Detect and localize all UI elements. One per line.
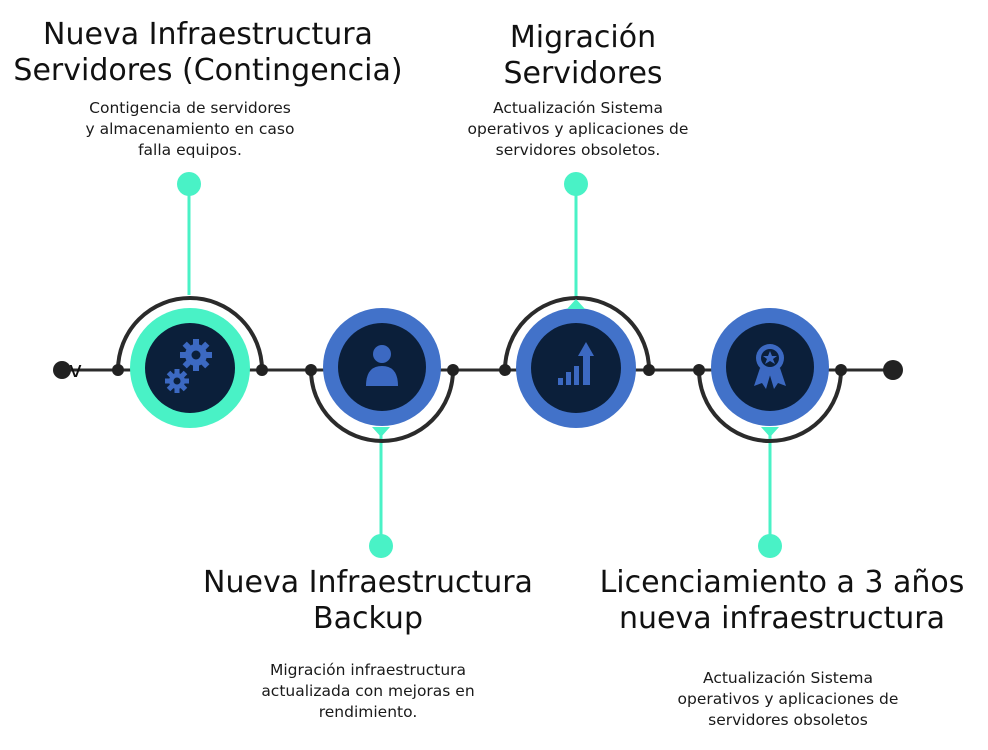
milestone-3-description: Actualización Sistema operativos y aplic… <box>467 99 689 159</box>
milestone-1-arc-end-left <box>112 364 124 376</box>
award-badge-icon <box>754 344 786 389</box>
milestone-2-description: Migración infraestructura actualizada co… <box>261 661 475 721</box>
milestone-3-node <box>499 172 655 428</box>
milestone-4-description: Actualización Sistema operativos y aplic… <box>677 669 899 729</box>
milestone-3-arc <box>503 296 651 371</box>
milestone-4-arc-end-left <box>693 364 705 376</box>
milestone-2-arc-end-left <box>305 364 317 376</box>
milestone-2-arc <box>309 369 455 443</box>
milestone-2-node <box>305 308 459 558</box>
milestone-4-arc <box>697 369 843 443</box>
growth-chart-icon <box>558 342 594 385</box>
milestone-4-arc-end-right <box>835 364 847 376</box>
milestone-2-pointer <box>372 427 390 437</box>
milestone-3-title: Migración Servidores <box>503 20 663 91</box>
milestone-2-arc-end-right <box>447 364 459 376</box>
gears-icon <box>165 339 212 393</box>
milestone-2-title: Nueva Infraestructura Backup <box>203 565 533 636</box>
milestone-1-connector-dot <box>177 172 201 196</box>
milestone-1-description: Contigencia de servidores y almacenamien… <box>85 99 295 159</box>
milestone-4-title: Licenciamiento a 3 años nueva infraestru… <box>599 565 965 636</box>
milestone-2-connector-dot <box>369 534 393 558</box>
milestone-3-pointer <box>567 299 585 309</box>
milestone-1-arc-end-right <box>256 364 268 376</box>
milestone-3-arc-end-left <box>499 364 511 376</box>
milestone-4-connector-dot <box>758 534 782 558</box>
timeline-end-dot <box>883 360 903 380</box>
milestone-1-arc <box>116 296 264 371</box>
timeline-start-dot <box>53 361 71 379</box>
user-icon <box>366 345 398 386</box>
milestone-3-connector-dot <box>564 172 588 196</box>
stray-mark: v <box>69 358 83 383</box>
milestone-1-title: Nueva Infraestructura Servidores (Contin… <box>13 17 403 88</box>
milestone-4-pointer <box>761 427 779 437</box>
milestone-1-core <box>145 323 235 413</box>
milestone-3-arc-end-right <box>643 364 655 376</box>
milestone-1-node <box>112 172 268 428</box>
milestone-4-node <box>693 308 847 558</box>
